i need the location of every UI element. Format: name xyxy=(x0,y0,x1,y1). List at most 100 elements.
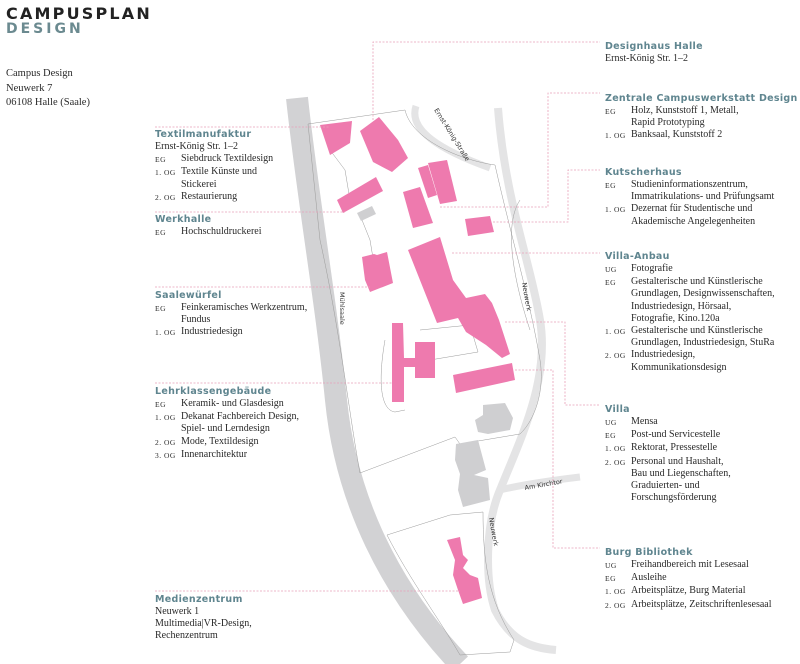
floor-label: 1. OG xyxy=(155,168,176,178)
building-name: Villa xyxy=(605,404,630,415)
floor-usage: Textile Künste und Stickerei xyxy=(181,166,257,190)
floor-row: EG Feinkeramisches Werkzentrum, Fundus xyxy=(155,302,355,326)
floor-row: 1. OG Industriedesign xyxy=(155,326,355,339)
building-designhaus-halle xyxy=(360,117,408,172)
building-address: Ernst-König Str. 1–2 xyxy=(605,53,689,64)
building-gray-b xyxy=(455,440,490,507)
building-gray-a xyxy=(475,403,513,434)
floor-row: UG Mensa xyxy=(605,416,800,429)
floor-label: EG xyxy=(605,181,616,190)
building-gray-small xyxy=(357,206,376,221)
road-ernst-koenig-strasse xyxy=(411,104,492,172)
floor-label: 1. OG xyxy=(605,327,626,337)
floor-usage: Industriedesign, Kommunikationsdesign xyxy=(631,349,727,373)
floor-label: 2. OG xyxy=(605,457,626,467)
floor-usage: Post-und Servicestelle xyxy=(631,429,721,441)
building-address: Ernst-König Str. 1–2 xyxy=(155,141,239,152)
floor-usage: Innenarchitektur xyxy=(181,448,248,460)
floor-label: 2. OG xyxy=(605,600,626,610)
floor-label: 1. OG xyxy=(605,444,626,454)
floor-usage: Personal und Haushalt, Bau und Liegensch… xyxy=(631,455,731,504)
floor-label: EG xyxy=(605,431,616,441)
floor-label: EG xyxy=(605,574,616,584)
floor-label: 2. OG xyxy=(605,351,626,361)
river-label: Mühlsaale xyxy=(338,292,346,325)
building-name: Lehrklassengebäude xyxy=(155,386,272,397)
building-address: Neuwerk 1 xyxy=(155,606,200,617)
floor-label: 1. OG xyxy=(605,587,626,597)
page-subtitle: DESIGN xyxy=(6,21,84,37)
floor-row: 1. OG Dekanat Fachbereich Design, Spiel- … xyxy=(155,411,355,435)
building-textilmanufaktur xyxy=(320,121,352,155)
floor-usage: Mensa xyxy=(631,416,658,427)
floor-usage: Studieninformationszentrum, Immatrikulat… xyxy=(631,179,775,203)
floor-usage: Banksaal, Kunststoff 2 xyxy=(631,129,723,141)
floor-usage: Freihandbereich mit Lesesaal xyxy=(631,559,749,570)
floor-usage: Industriedesign xyxy=(181,326,243,338)
floor-label: 1. OG xyxy=(155,328,176,338)
building-name: Burg Bibliothek xyxy=(605,547,693,558)
floor-label: EG xyxy=(155,400,166,409)
floor-row: 1. OG Arbeitsplätze, Burg Material xyxy=(605,585,800,598)
floor-usage: Ausleihe xyxy=(631,572,667,584)
building-bibliothek xyxy=(447,537,482,604)
floor-row: EG Ausleihe xyxy=(605,572,800,585)
river-muehlsaale xyxy=(286,96,468,664)
building-campuswerkstatt-b xyxy=(428,160,457,204)
floor-usage: Feinkeramisches Werkzentrum, Fundus xyxy=(181,302,308,326)
floor-usage: Arbeitsplätze, Burg Material xyxy=(631,585,746,597)
floor-label: EG xyxy=(155,304,166,313)
address-line: 06108 Halle (Saale) xyxy=(6,97,90,108)
building-name: Zentrale Campuswerkstatt Design xyxy=(605,93,798,104)
floor-label: EG xyxy=(605,278,616,288)
floor-usage: Arbeitsplätze, Zeitschriftenlesesaal xyxy=(631,598,772,610)
building-villa xyxy=(453,363,515,393)
building-name: Kutscherhaus xyxy=(605,167,682,178)
floor-label: 1. OG xyxy=(155,413,176,423)
floor-label: EG xyxy=(155,228,166,237)
building-name: Saalewürfel xyxy=(155,290,222,301)
floor-label: UG xyxy=(605,561,617,570)
building-name: Villa-Anbau xyxy=(605,251,670,262)
floor-usage: Hochschuldruckerei xyxy=(181,226,262,237)
floor-label: EG xyxy=(155,155,166,165)
floor-usage: Gestalterische und Künstlerische Grundla… xyxy=(631,325,775,349)
floor-usage: Gestalterische und Künstlerische Grundla… xyxy=(631,276,775,324)
floor-row: EG Keramik- und Glasdesign xyxy=(155,398,355,411)
floor-row: 1. OG Textile Künste und Stickerei xyxy=(155,166,355,190)
building-saalewuerfel xyxy=(362,252,393,292)
floor-usage: Mode, Textildesign xyxy=(181,435,259,447)
floor-row: 2. OG Mode, Textildesign xyxy=(155,436,355,449)
road-neuwerk xyxy=(484,107,557,654)
building-name: Medienzentrum xyxy=(155,594,243,605)
floor-label: 2. OG xyxy=(155,437,176,447)
leader-lines xyxy=(155,41,600,592)
floor-row: EG Hochschuldruckerei xyxy=(155,226,355,239)
building-name: Werkhalle xyxy=(155,214,212,225)
floor-usage: Keramik- und Glasdesign xyxy=(181,398,284,409)
campus-address: Campus Design Neuwerk 7 06108 Halle (Saa… xyxy=(6,67,90,111)
floor-usage: Fotografie xyxy=(631,263,673,274)
floor-usage: Dekanat Fachbereich Design, Spiel- und L… xyxy=(181,411,300,435)
floor-label: UG xyxy=(605,265,617,274)
floor-label: UG xyxy=(605,418,617,427)
floor-label: 1. OG xyxy=(605,205,626,215)
building-campuswerkstatt-a xyxy=(418,165,437,198)
floor-row: UG Fotografie xyxy=(605,263,800,276)
road-am-kirchtor xyxy=(499,473,581,494)
floor-row: 2. OG Personal und Haushalt, Bau und Lieg… xyxy=(605,456,800,505)
building-villa-anbau xyxy=(408,237,510,358)
address-line: Neuwerk 7 xyxy=(6,82,53,94)
